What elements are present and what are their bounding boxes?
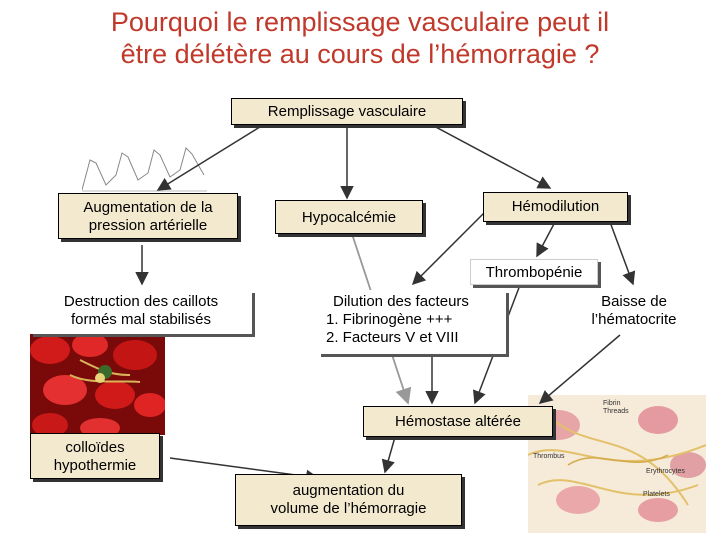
node-baisse-line1: Baisse de — [601, 293, 667, 310]
node-dilution-line3: 2. Facteurs V et VIII — [326, 329, 459, 346]
node-volume-line2: volume de l’hémorragie — [270, 500, 427, 517]
node-baisse-line2: l’hématocrite — [591, 311, 677, 328]
arrow-remplissage-hemodilution — [431, 124, 552, 189]
node-colloides-line2: hypothermie — [53, 457, 137, 474]
arrow-remplissage-augmentation — [156, 124, 264, 191]
node-hypocalcemie: Hypocalcémie — [275, 200, 423, 234]
node-thrombopenie: Thrombopénie — [470, 259, 598, 285]
title-line-1: Pourquoi le remplissage vasculaire peut … — [110, 7, 610, 37]
node-destruction-line1: Destruction des caillots — [63, 293, 219, 310]
node-volume-line1: augmentation du — [292, 482, 405, 499]
thrombus-illustration: Fibrin Threads Thrombus Erythrocytes Pla… — [528, 395, 706, 533]
node-dilution-facteurs: Dilution des facteurs 1. Fibrinogène +++… — [318, 290, 506, 354]
node-hemostase-alteree: Hémostase altérée — [363, 406, 553, 437]
thrombus-label: Thrombus — [533, 453, 565, 460]
arrow-hemodilution-thrombopenie — [536, 221, 556, 258]
platelets-label: Platelets — [643, 491, 670, 498]
node-remplissage-vasculaire: Remplissage vasculaire — [231, 98, 463, 125]
node-baisse-hematocrite: Baisse de l’hématocrite — [560, 290, 708, 334]
erythrocytes-label: Erythrocytes — [646, 468, 685, 475]
arrow-baisse-hemostase — [538, 334, 621, 404]
fibrin-label: Fibrin Threads — [603, 400, 629, 415]
node-augmentation-pression-line2: pression artérielle — [88, 217, 208, 234]
node-hemodilution: Hémodilution — [483, 192, 628, 222]
blood-cells-illustration — [30, 330, 165, 435]
node-remplissage-label: Remplissage vasculaire — [267, 103, 427, 120]
node-colloides-hypothermie: colloïdes hypothermie — [30, 433, 160, 479]
pressure-waveform-sketch — [82, 147, 207, 192]
node-colloides-line1: colloïdes — [65, 439, 125, 456]
node-augmentation-pression-line1: Augmentation de la — [83, 199, 213, 216]
node-augmentation-volume: augmentation du volume de l’hémorragie — [235, 474, 462, 526]
node-hemodilution-label: Hémodilution — [511, 198, 600, 215]
arrow-hemodilution-baisse — [609, 221, 636, 286]
node-augmentation-pression: Augmentation de la pression artérielle — [58, 193, 238, 239]
arrow-hemodilution-dilution — [411, 211, 486, 286]
arrow-hemostase-volume — [381, 436, 396, 474]
title-line-2: être délétère au cours de l’hémorragie ? — [120, 39, 600, 69]
node-dilution-line1: Dilution des facteurs — [333, 293, 469, 310]
node-dilution-line2: 1. Fibrinogène +++ — [326, 311, 453, 328]
page-title: Pourquoi le remplissage vasculaire peut … — [0, 6, 720, 70]
node-hemostase-label: Hémostase altérée — [395, 413, 521, 430]
node-destruction-caillots: Destruction des caillots formés mal stab… — [30, 290, 252, 334]
node-hypocalcemie-label: Hypocalcémie — [301, 209, 397, 226]
node-thrombopenie-label: Thrombopénie — [485, 264, 583, 281]
node-destruction-line2: formés mal stabilisés — [70, 311, 212, 328]
